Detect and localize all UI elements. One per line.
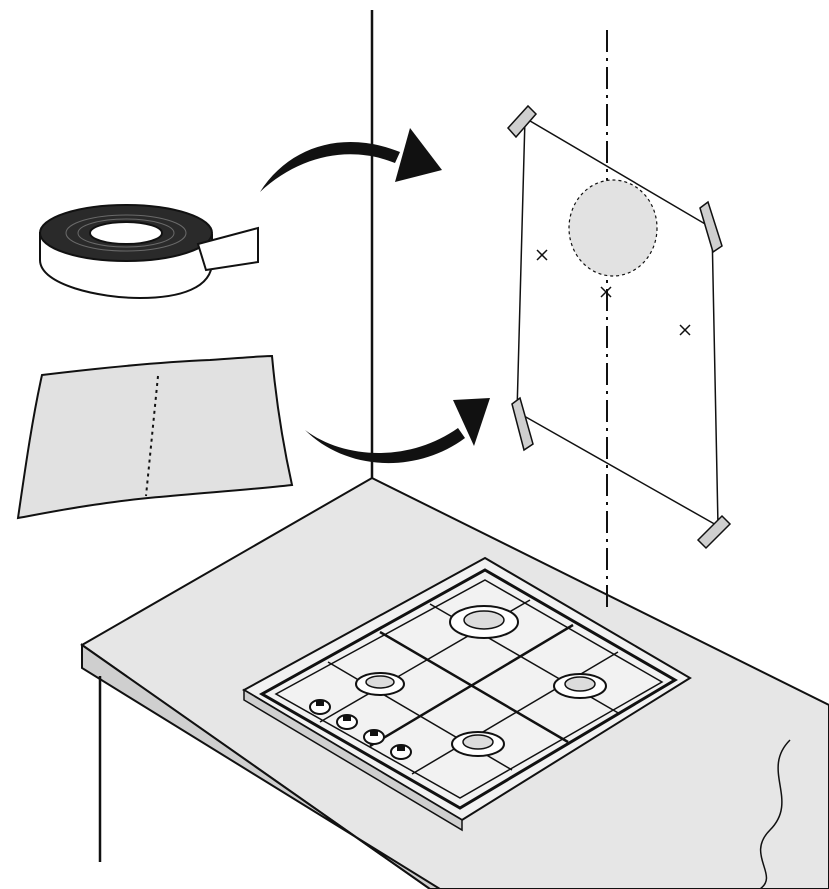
countertop-torn-edge (759, 739, 791, 889)
drill-mark (679, 324, 691, 336)
paper-sheet-outline (16, 354, 294, 520)
template-sheet (506, 104, 732, 550)
tape-piece-bottom-right (696, 514, 732, 550)
arrow-lower-body (305, 428, 465, 464)
curved-arrow-icon (260, 128, 442, 192)
tape-piece-bottom-left (511, 396, 534, 452)
hob-burner (449, 605, 519, 639)
drill-mark (536, 249, 548, 261)
curved-arrow-icon (305, 398, 490, 464)
tape-piece-top-right (699, 200, 723, 254)
drill-mark (600, 286, 612, 298)
hob-grate-bar (369, 623, 574, 748)
hob-grate-inner (274, 579, 664, 799)
hob-burner (451, 731, 505, 757)
tape-roll-core (89, 221, 163, 245)
tape-roll-ring (77, 218, 175, 248)
hob-base-front-edge (243, 688, 463, 832)
hob-knob (336, 714, 358, 730)
arrow-upper-head (395, 128, 442, 182)
gas-hob-icon (241, 556, 692, 832)
paper-fold-line (145, 375, 159, 497)
duct-hole-mark (568, 179, 658, 277)
tape-strip (196, 226, 259, 272)
hob-knob (309, 699, 331, 715)
hob-burner (553, 673, 607, 699)
countertop-front-edge (81, 643, 442, 889)
hob-knob (363, 729, 385, 745)
hob-knob (390, 744, 412, 760)
hob-grate-bar (411, 651, 619, 775)
tape-piece-top-left (506, 104, 538, 139)
tape-roll-icon (39, 204, 259, 300)
paper-sheet-icon (16, 354, 294, 520)
hob-grate-bar (379, 630, 569, 744)
tape-roll-ring (65, 214, 187, 252)
arrow-upper-body (260, 142, 400, 192)
arrow-lower-head (453, 398, 490, 446)
template-sheet-outline (516, 116, 719, 528)
hob-grate-outline (258, 568, 678, 810)
hob-burner (355, 672, 405, 696)
